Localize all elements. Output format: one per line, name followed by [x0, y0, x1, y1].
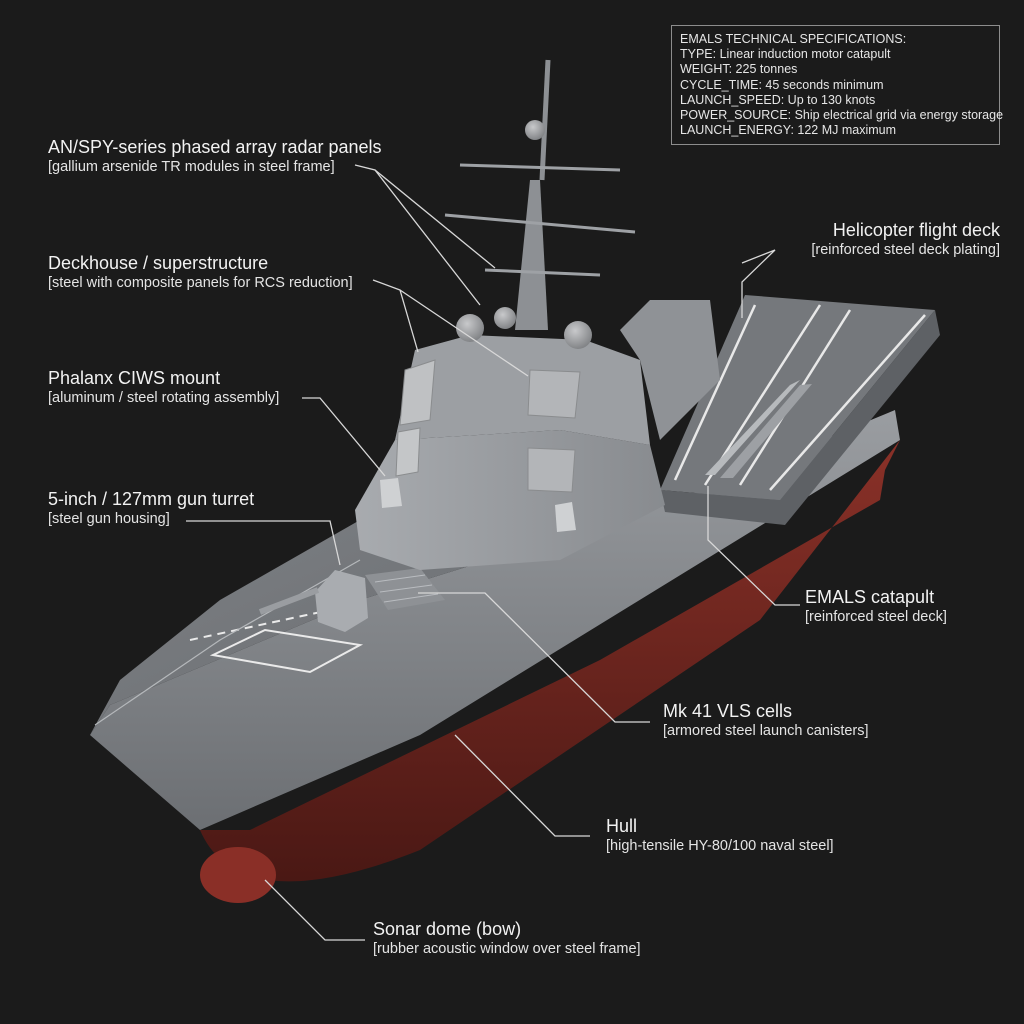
hull-lower-red [200, 440, 900, 882]
radar-dome-1 [456, 314, 484, 342]
label-radar: AN/SPY-series phased array radar panels … [48, 136, 382, 177]
label-emals-title: EMALS catapult [805, 587, 935, 607]
superstructure-lower [355, 430, 665, 570]
leader-lines [186, 164, 800, 941]
radar-panel-3 [527, 447, 576, 493]
label-vls-sub: [armored steel launch canisters] [663, 723, 869, 739]
bow-deck-box [209, 628, 364, 674]
label-gun-title: 5-inch / 127mm gun turret [48, 489, 255, 509]
label-vls-title: Mk 41 VLS cells [663, 701, 793, 721]
specs-weight: WEIGHT: 225 tonnes [680, 62, 798, 77]
label-flightdeck-sub: [reinforced steel deck plating] [811, 242, 1000, 258]
flight-deck-edge [660, 310, 940, 525]
label-deckhouse-sub: [steel with composite panels for RCS red… [48, 275, 353, 291]
label-deckhouse: Deckhouse / superstructure [steel with c… [48, 252, 353, 293]
ciws-mount-fwd [380, 478, 402, 508]
label-radar-title: AN/SPY-series phased array radar panels [48, 137, 382, 157]
specs-cycle-time: CYCLE_TIME: 45 seconds minimum [680, 77, 884, 92]
label-deckhouse-title: Deckhouse / superstructure [48, 253, 269, 273]
radar-panel-2 [527, 369, 581, 419]
label-ciws-sub: [aluminum / steel rotating assembly] [48, 390, 280, 406]
radar-dome-2 [564, 321, 592, 349]
sonar-dome [200, 847, 276, 903]
deckhouse-aft [620, 300, 720, 440]
ciws-mount-aft [555, 502, 576, 532]
catapult-track [705, 380, 800, 475]
emals-specs-box: EMALS TECHNICAL SPECIFICATIONS: TYPE: Li… [671, 25, 1004, 145]
label-sonar-sub: [rubber acoustic window over steel frame… [373, 941, 641, 957]
label-emals-sub: [reinforced steel deck] [805, 609, 947, 625]
label-hull: Hull [high-tensile HY-80/100 naval steel… [606, 815, 834, 856]
label-ciws: Phalanx CIWS mount [aluminum / steel rot… [48, 367, 279, 408]
radar-panel-1 [399, 359, 436, 426]
label-sonar-title: Sonar dome (bow) [373, 919, 522, 939]
specs-power-source: POWER_SOURCE: Ship electrical grid via e… [680, 108, 1004, 123]
specs-launch-speed: LAUNCH_SPEED: Up to 130 knots [680, 92, 876, 107]
label-ciws-title: Phalanx CIWS mount [48, 368, 221, 388]
specs-type: TYPE: Linear induction motor catapult [680, 47, 891, 62]
specs-launch-energy: LAUNCH_ENERGY: 122 MJ maximum [680, 123, 897, 138]
label-gun: 5-inch / 127mm gun turret [steel gun hou… [48, 488, 254, 529]
label-vls: Mk 41 VLS cells [armored steel launch ca… [663, 700, 869, 741]
label-hull-sub: [high-tensile HY-80/100 naval steel] [606, 838, 834, 854]
label-hull-title: Hull [606, 816, 638, 836]
main-mast [515, 180, 548, 330]
label-emals: EMALS catapult [reinforced steel deck] [805, 586, 947, 627]
label-sonar: Sonar dome (bow) [rubber acoustic window… [373, 918, 641, 959]
label-flightdeck: Helicopter flight deck [reinforced steel… [811, 219, 1000, 260]
superstructure-upper [395, 335, 650, 445]
radar-panel-4 [395, 427, 421, 477]
gun-turret-shape [315, 570, 368, 632]
label-gun-sub: [steel gun housing] [48, 511, 170, 527]
label-radar-sub: [gallium arsenide TR modules in steel fr… [48, 159, 335, 175]
label-flightdeck-title: Helicopter flight deck [832, 220, 1000, 240]
specs-heading: EMALS TECHNICAL SPECIFICATIONS: [680, 32, 907, 46]
